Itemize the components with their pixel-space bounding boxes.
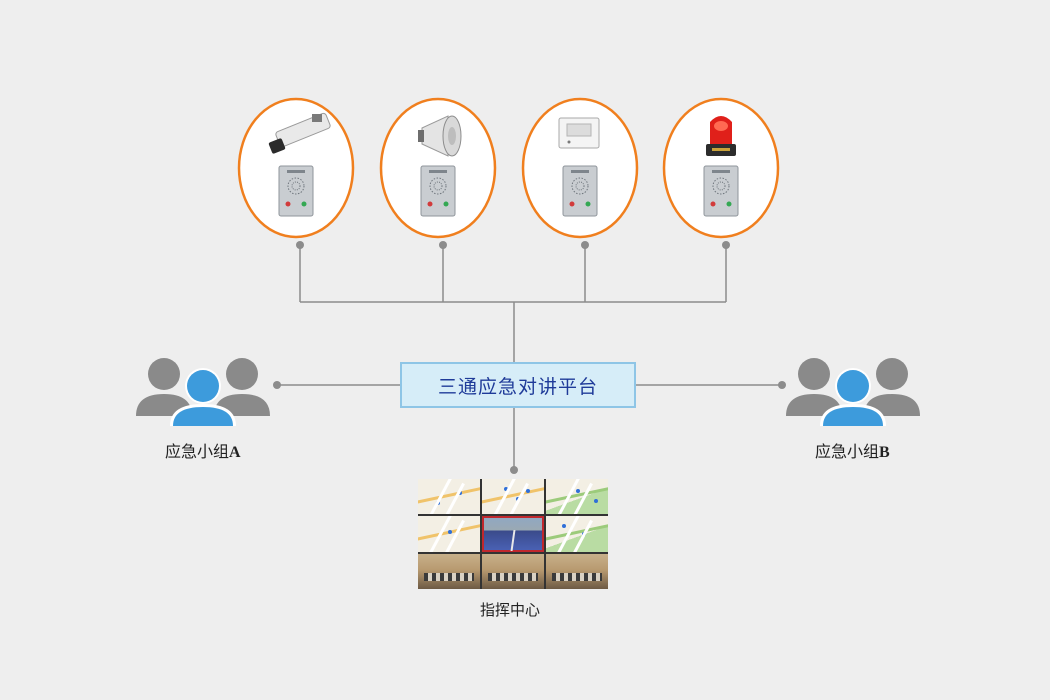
meeting-room-tile	[546, 553, 608, 589]
device-node-1	[237, 97, 355, 239]
endpoint-dot	[778, 381, 786, 389]
map-tile	[546, 479, 608, 515]
command-center-label: 指挥中心	[480, 601, 541, 619]
surveillance-camera-icon	[268, 112, 331, 154]
platform-label: 三通应急对讲平台	[437, 375, 598, 398]
warning-beacon-icon	[706, 116, 736, 156]
endpoint-dot	[296, 241, 304, 249]
intercom-panel-icon	[703, 165, 739, 217]
endpoint-dot	[581, 241, 589, 249]
endpoint-dot	[722, 241, 730, 249]
endpoint-dot	[439, 241, 447, 249]
meeting-room-tile	[482, 553, 544, 589]
platform-box: 三通应急对讲平台	[400, 362, 636, 408]
intercom-panel-icon	[278, 165, 314, 217]
camera-feed-tile	[482, 516, 544, 552]
map-tile	[482, 479, 544, 515]
people-group-icon	[786, 358, 920, 426]
endpoint-dot	[273, 381, 281, 389]
horn-speaker-icon	[418, 115, 462, 157]
device-node-2	[379, 97, 497, 239]
device-node-4	[662, 97, 780, 239]
people-group-icon	[136, 358, 270, 426]
wall-switch-icon	[558, 117, 600, 149]
meeting-room-tile	[418, 553, 480, 589]
group-a-label: 应急小组A	[165, 442, 241, 461]
group-b-label: 应急小组B	[815, 442, 890, 461]
intercom-panel-icon	[420, 165, 456, 217]
video-wall	[418, 479, 608, 589]
device-node-3	[521, 97, 639, 239]
map-tile	[418, 479, 480, 515]
map-tile	[418, 516, 480, 552]
map-tile	[546, 516, 608, 552]
intercom-panel-icon	[562, 165, 598, 217]
endpoint-dot	[510, 466, 518, 474]
